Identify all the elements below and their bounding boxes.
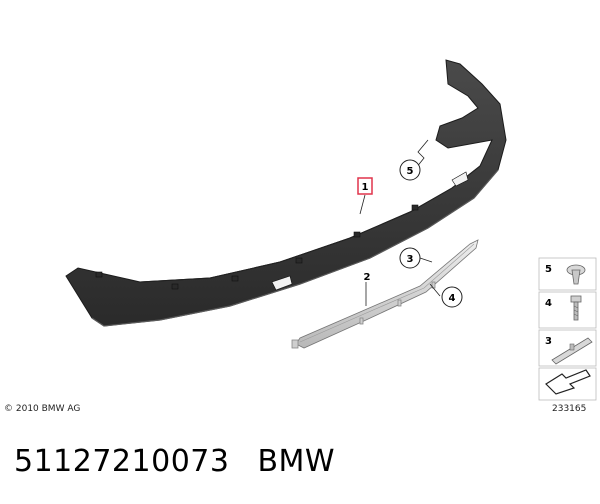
callout-2-label: 2	[364, 272, 371, 283]
diagram-number: 233165	[552, 404, 587, 414]
callout-1: 1	[357, 177, 373, 195]
callout-5-label: 5	[407, 166, 414, 177]
callout-3-label: 3	[407, 254, 414, 265]
callout-4: 4	[441, 286, 463, 308]
clip-nut-icon	[566, 264, 586, 285]
screw-icon	[570, 295, 582, 321]
part-info: 51127210073 BMW	[14, 444, 335, 479]
parts-legend: 5 4 3	[538, 257, 597, 401]
leader-lines	[359, 139, 441, 306]
legend-label-3: 3	[545, 336, 552, 347]
callout-2: 2	[364, 272, 371, 283]
callout-1-label: 1	[362, 182, 369, 193]
mounting-strip	[291, 239, 479, 349]
part-number: 51127210073	[14, 444, 230, 479]
copyright-notice: © 2010 BMW AG	[4, 404, 81, 414]
callout-4-label: 4	[449, 293, 456, 304]
callout-5: 5	[399, 159, 421, 181]
legend-label-5: 5	[545, 264, 552, 275]
parts-diagram: 1 2 3 4 5 5 4 3	[65, 59, 597, 401]
brand-name: BMW	[257, 444, 336, 479]
callout-3: 3	[399, 247, 421, 269]
legend-label-4: 4	[545, 298, 552, 309]
bumper-trim-panel	[65, 59, 507, 327]
arrow-icon	[545, 369, 591, 395]
bracket-icon	[551, 337, 593, 365]
